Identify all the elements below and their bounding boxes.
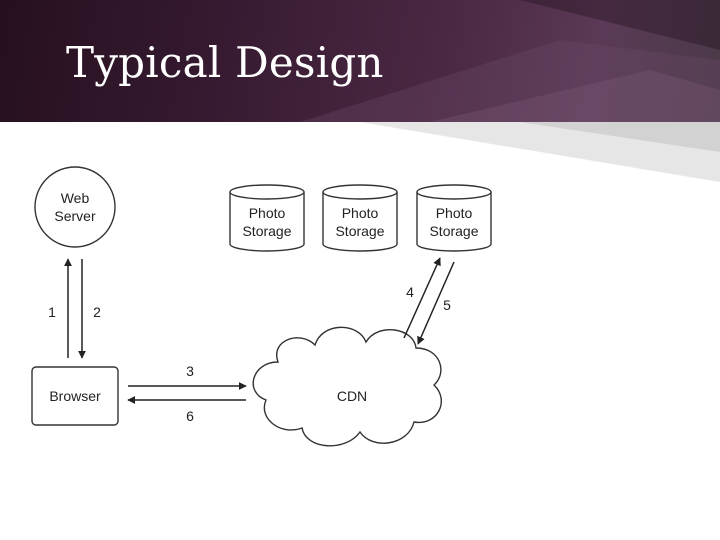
- web-server-label-line2: Server: [54, 208, 96, 224]
- step-label-3: 3: [186, 363, 194, 379]
- header-shadow-decoration: [360, 122, 720, 182]
- photo-storage-2-line2: Storage: [335, 223, 384, 239]
- photo-storage-2-line1: Photo: [342, 205, 379, 221]
- step-label-1: 1: [48, 304, 56, 320]
- title-bar: Typical Design: [0, 0, 720, 122]
- step-label-5: 5: [443, 297, 451, 313]
- photo-storage-3-line2: Storage: [429, 223, 478, 239]
- browser-label: Browser: [49, 388, 101, 404]
- step-label-4: 4: [406, 284, 414, 300]
- step-label-6: 6: [186, 408, 194, 424]
- photo-storage-1-line1: Photo: [249, 205, 286, 221]
- slide-title: Typical Design: [66, 38, 384, 87]
- web-server-label-line1: Web: [61, 190, 90, 206]
- photo-storage-1-line2: Storage: [242, 223, 291, 239]
- photo-storage-3: Photo Storage: [416, 184, 492, 252]
- arrow-step-4: [403, 257, 441, 339]
- browser-node: Browser: [31, 366, 119, 426]
- photo-storage-2: Photo Storage: [322, 184, 398, 252]
- header-decoration: [300, 0, 720, 122]
- step-label-2: 2: [93, 304, 101, 320]
- photo-storage-1: Photo Storage: [229, 184, 305, 252]
- cdn-label: CDN: [337, 388, 367, 404]
- photo-storage-3-line1: Photo: [436, 205, 473, 221]
- cdn-cloud-node: CDN: [252, 326, 442, 447]
- web-server-node: Web Server: [34, 166, 116, 248]
- arrow-step-5: [417, 261, 455, 345]
